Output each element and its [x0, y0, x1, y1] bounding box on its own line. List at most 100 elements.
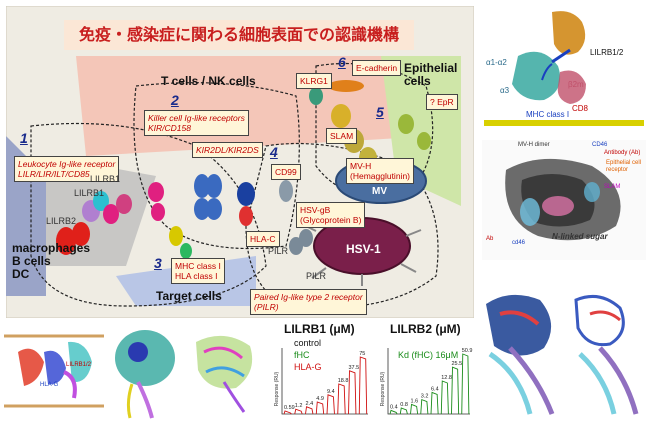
group-number-1: 1 [20, 130, 28, 146]
lilrb12-label: LILRB1/2 [590, 48, 624, 57]
concentration-label: 4.9 [316, 396, 324, 402]
kir-receptors [194, 174, 255, 226]
concentration-label: 6.4 [431, 386, 439, 392]
klrg1-box: KLRG1 [296, 73, 332, 89]
klrg1-ecadherin [309, 80, 364, 105]
concentration-label: 50.9 [462, 348, 473, 354]
group-1-outline [30, 122, 267, 307]
group-number-6: 6 [338, 54, 346, 70]
surface-image [115, 330, 175, 419]
response-peak [389, 409, 398, 415]
epithelial-cells-label: Epithelial cells [404, 61, 458, 88]
response-peak [283, 410, 292, 415]
kir2dl-box: KIR2DL/KIR2DS [192, 142, 263, 158]
dna-structures-image [486, 294, 639, 415]
concentration-label: 0.8 [400, 402, 408, 408]
antibody-label: Antibody (Ab) [604, 150, 641, 156]
epr-box: ? EpR [426, 94, 458, 110]
lilrb-receptors [56, 182, 165, 255]
e-cadherin-box: E-cadherin [352, 60, 402, 76]
concentration-label: 0.59 [284, 405, 295, 411]
cd99-box: CD99 [271, 164, 301, 180]
pilr-receptors [279, 180, 313, 255]
response-peak [337, 383, 346, 415]
mv-h-image [482, 140, 646, 260]
response-peak [294, 408, 303, 415]
concentration-label: 1.2 [295, 403, 303, 409]
lilrb2-binding-graph: LILRB2 (μM) Kd (fHC) 16μM Response (RU) … [376, 322, 476, 420]
dna-binding-structures [480, 284, 646, 420]
mhc-class-i-label: MHC class I [526, 110, 570, 119]
hsv-1-label: HSV-1 [346, 242, 381, 256]
alpha3-label: α3 [500, 86, 510, 95]
response-peak [420, 398, 429, 415]
surface-structure [108, 322, 182, 420]
concentration-label: 25.5 [452, 361, 463, 367]
n-linked-sugar-label: N-linked sugar [552, 232, 608, 241]
ribbon-image [196, 335, 253, 413]
slam-struct-label: SLAM [604, 184, 621, 190]
hsv-gb-box: HSV-gB (Glycoprotein B) [296, 202, 366, 228]
b2m-label: β2m [568, 80, 584, 89]
dimer-image [4, 334, 104, 408]
t-nk-cells-label: T cells / NK cells [161, 74, 256, 88]
mhc-molecules [169, 226, 192, 259]
pilr-label-a: PILR [268, 246, 289, 256]
hla-g-structure-label: HLA-G [40, 382, 59, 388]
response-peak [326, 394, 335, 415]
concentration-label: 18.8 [338, 378, 349, 384]
graph2-legend-kd: Kd (fHC) 16μM [398, 350, 459, 360]
lilrb2-label: LILRB2 [46, 216, 77, 226]
graph1-legend-control: control [294, 338, 322, 348]
group-number-5: 5 [376, 104, 384, 120]
group-2-outline [133, 82, 300, 250]
concentration-label: 37.5 [349, 365, 360, 371]
graph2-title: LILRB2 (μM) [390, 322, 461, 336]
lilrb-mhc-structure: LILRB1/2 α1-α2 α3 β2m CD8 MHC class I [482, 4, 646, 130]
membrane-bar [484, 120, 644, 126]
response-peak [399, 407, 408, 415]
concentration-label: 0.4 [390, 404, 398, 410]
response-peak [451, 366, 460, 415]
mv-h-dimer-label: MV-H dimer [518, 142, 550, 148]
graph1-title: LILRB1 (μM) [284, 322, 355, 336]
concentration-label: 2.4 [306, 401, 314, 407]
response-peak [305, 406, 314, 415]
response-peak [430, 391, 439, 415]
main-diagram: 免疫・感染症に関わる細胞表面での認識機構 T cells / NK cells … [6, 6, 474, 318]
cd46-label-a: CD46 [592, 142, 608, 148]
epithelial-receptor-label: Epithelial cell receptor [606, 160, 642, 173]
target-cells-label: Target cells [156, 289, 222, 303]
arrow-line [551, 48, 571, 64]
page-title: 免疫・感染症に関わる細胞表面での認識機構 [64, 20, 414, 50]
mv-h-structure: MV-H dimer Antibody (Ab) Epithelial cell… [482, 140, 646, 260]
hla-c-box: HLA-C [246, 231, 280, 247]
concentration-label: 3.2 [421, 394, 429, 400]
concentration-label: 75 [359, 351, 365, 357]
graph1-legend-hlag: HLA-G [294, 362, 322, 372]
lilr-box: Leukocyte Ig-like receptor LILR/LIR/ILT/… [14, 156, 120, 182]
concentration-label: 1.6 [411, 398, 419, 404]
lilrb1-label-a: LILRB1 [74, 188, 105, 198]
lilrb12-structure-label: LILRB1/2 [66, 362, 92, 368]
response-peak [461, 353, 470, 415]
lilrb1-label-b: LILRB1 [90, 174, 121, 184]
kir-box: Killer cell Ig-like receptors KIR/CD158 [144, 110, 249, 136]
response-peak [358, 356, 368, 415]
lilrb1-binding-graph: LILRB1 (μM) control fHC HLA-G Response (… [270, 322, 374, 420]
slam-box: SLAM [326, 128, 358, 144]
ribbon-structure [184, 322, 264, 420]
mv-label: MV [372, 186, 387, 197]
concentration-label: 9.4 [327, 389, 335, 395]
pilr-box: Paired Ig-like type 2 receptor (PILR) [250, 289, 367, 315]
pilr-label-b: PILR [306, 271, 327, 281]
graph1-legend-fhc: fHC [294, 350, 310, 360]
mv-h-box: MV-H (Hemagglutinin) [346, 158, 414, 184]
macrophages-label: macrophages B cells DC [12, 241, 91, 281]
alpha12-label: α1-α2 [486, 58, 507, 67]
cd8-label: CD8 [572, 104, 589, 113]
group-number-4: 4 [270, 144, 278, 160]
response-peak [315, 401, 325, 415]
